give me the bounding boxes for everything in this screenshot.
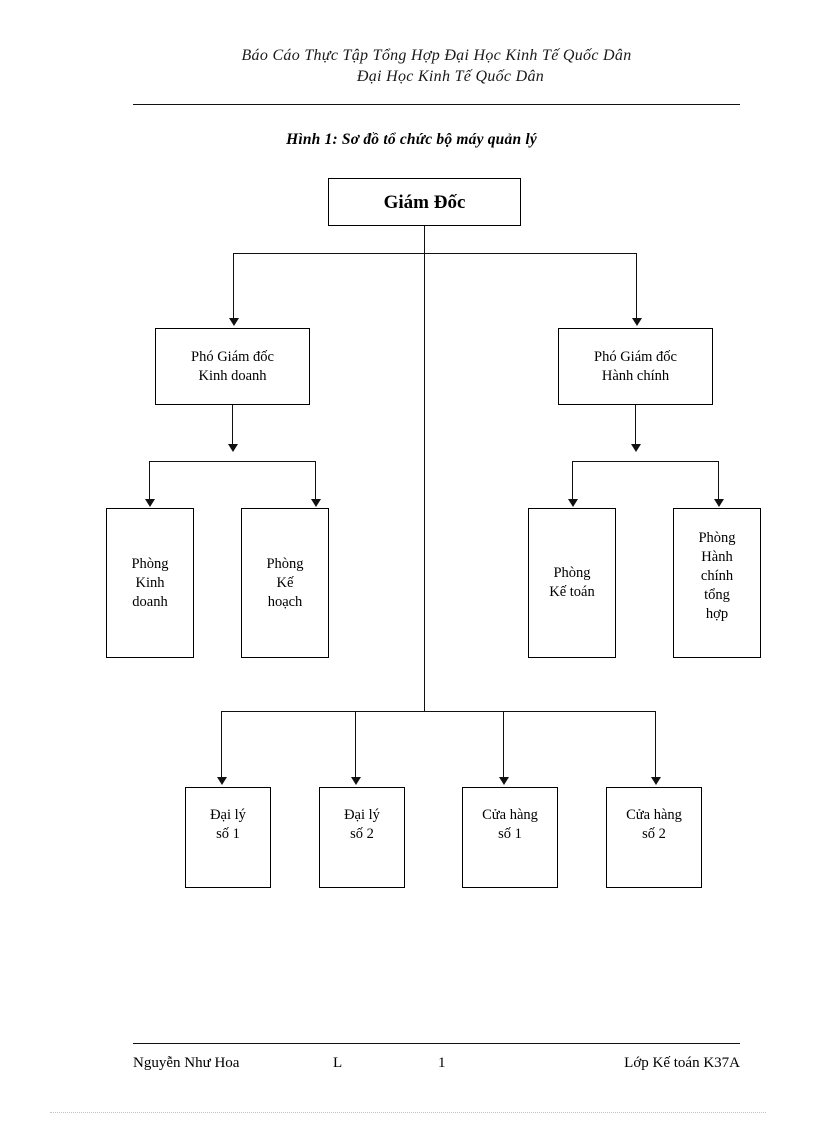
arrow-deputy-admin-down xyxy=(630,444,641,452)
edge-drop-deputy-admin xyxy=(636,253,638,320)
node-dept-admin-general-line4: tổng xyxy=(704,587,730,603)
edge-deputy-business-down xyxy=(232,405,234,445)
node-store-2-line1: Cửa hàng xyxy=(626,807,682,823)
node-agency-2-label: Đại lý số 2 xyxy=(320,806,404,844)
arrow-deputy-business-down xyxy=(227,444,238,452)
footer-divider xyxy=(133,1043,740,1044)
node-dept-accounting: Phòng Kế toán xyxy=(528,508,616,658)
arrow-store-2 xyxy=(650,777,661,785)
node-store-2-line2: số 2 xyxy=(642,826,666,842)
node-store-1: Cửa hàng số 1 xyxy=(462,787,558,888)
node-dept-business: Phòng Kinh doanh xyxy=(106,508,194,658)
figure-title: Hình 1: Sơ đồ tổ chức bộ máy quản lý xyxy=(286,131,537,148)
page-header: Báo Cáo Thực Tập Tổng Hợp Đại Học Kinh T… xyxy=(133,45,740,87)
arrow-dept-planning xyxy=(310,499,321,507)
page-footer: Nguyễn Như Hoa L 1 Lớp Kế toán K37A xyxy=(133,1055,740,1077)
arrow-dept-admin-general xyxy=(713,499,724,507)
header-divider xyxy=(133,104,740,105)
node-agency-1-label: Đại lý số 1 xyxy=(186,806,270,844)
node-dept-admin-general-line1: Phòng xyxy=(698,530,736,546)
arrow-deputy-admin xyxy=(631,318,642,326)
edge-drop-dept-accounting xyxy=(572,461,574,500)
node-director-label: Giám Đốc xyxy=(383,191,466,213)
org-chart-diagram: Giám Đốc Phó Giám đốc Kinh doanh Phó Giá… xyxy=(106,178,761,888)
node-dept-business-line1: Phòng xyxy=(131,555,169,572)
arrow-dept-business xyxy=(144,499,155,507)
node-store-1-line2: số 1 xyxy=(498,826,522,842)
node-agency-2-line2: số 2 xyxy=(350,826,374,842)
bottom-dotted-rule xyxy=(50,1112,766,1113)
node-deputy-admin-line1: Phó Giám đốc xyxy=(594,348,677,365)
header-line-1: Báo Cáo Thực Tập Tổng Hợp Đại Học Kinh T… xyxy=(241,47,632,64)
node-director: Giám Đốc xyxy=(328,178,521,226)
arrow-deputy-business xyxy=(228,318,239,326)
node-store-2-label: Cửa hàng số 2 xyxy=(607,806,701,844)
node-deputy-business-label: Phó Giám đốc Kinh doanh xyxy=(156,348,309,386)
footer-class: Lớp Kế toán K37A xyxy=(624,1055,740,1071)
node-deputy-admin: Phó Giám đốc Hành chính xyxy=(558,328,713,405)
footer-author: Nguyễn Như Hoa xyxy=(133,1055,240,1071)
arrow-agency-2 xyxy=(350,777,361,785)
node-dept-business-line2: Kinh xyxy=(135,574,165,591)
edge-drop-agency-1 xyxy=(221,711,223,778)
node-dept-admin-general-line2: Hành xyxy=(701,549,733,565)
edge-drop-dept-admin-general xyxy=(718,461,720,500)
node-store-2: Cửa hàng số 2 xyxy=(606,787,702,888)
edge-drop-store-2 xyxy=(655,711,657,778)
node-dept-accounting-line2: Kế toán xyxy=(549,584,595,600)
header-line-2: Đại Học Kinh Tế Quốc Dân xyxy=(356,68,545,85)
node-agency-2: Đại lý số 2 xyxy=(319,787,405,888)
edge-bus-business-depts xyxy=(149,461,315,463)
arrow-agency-1 xyxy=(216,777,227,785)
node-deputy-business-line1: Phó Giám đốc xyxy=(191,348,274,365)
node-dept-accounting-label: Phòng Kế toán xyxy=(529,564,615,602)
node-dept-business-line3: doanh xyxy=(132,593,168,610)
node-store-1-label: Cửa hàng số 1 xyxy=(463,806,557,844)
edge-drop-dept-planning xyxy=(315,461,317,500)
edge-drop-deputy-business xyxy=(233,253,235,320)
node-dept-business-label: Phòng Kinh doanh xyxy=(107,555,193,612)
node-deputy-business-line2: Kinh doanh xyxy=(198,367,267,384)
node-deputy-admin-label: Phó Giám đốc Hành chính xyxy=(559,348,712,386)
node-dept-planning-label: Phòng Kế hoạch xyxy=(242,555,328,612)
edge-drop-dept-business xyxy=(149,461,151,500)
node-agency-1-line1: Đại lý xyxy=(210,807,246,823)
node-dept-admin-general-label: Phòng Hành chính tổng hợp xyxy=(674,529,760,624)
edge-bus-level1 xyxy=(233,253,636,255)
node-dept-planning: Phòng Kế hoạch xyxy=(241,508,329,658)
node-agency-1-line2: số 1 xyxy=(216,826,240,842)
node-store-1-line1: Cửa hàng xyxy=(482,807,538,823)
node-deputy-business: Phó Giám đốc Kinh doanh xyxy=(155,328,310,405)
node-deputy-admin-line2: Hành chính xyxy=(601,367,670,384)
node-dept-planning-line3: hoạch xyxy=(267,593,303,610)
edge-bus-admin-depts xyxy=(572,461,718,463)
edge-trunk-vertical xyxy=(424,226,426,712)
arrow-store-1 xyxy=(498,777,509,785)
edge-drop-store-1 xyxy=(503,711,505,778)
footer-page-number: 1 xyxy=(438,1055,446,1071)
node-dept-admin-general-line3: chính xyxy=(700,568,734,584)
edge-bus-outlets xyxy=(221,711,655,713)
node-dept-planning-line1: Phòng xyxy=(266,555,304,572)
node-agency-2-line1: Đại lý xyxy=(344,807,380,823)
node-dept-planning-line2: Kế xyxy=(276,574,294,591)
arrow-dept-accounting xyxy=(567,499,578,507)
footer-marker: L xyxy=(333,1055,343,1071)
node-dept-admin-general: Phòng Hành chính tổng hợp xyxy=(673,508,761,658)
node-dept-accounting-line1: Phòng xyxy=(553,565,591,581)
edge-deputy-admin-down xyxy=(635,405,637,445)
node-agency-1: Đại lý số 1 xyxy=(185,787,271,888)
node-dept-admin-general-line5: hợp xyxy=(705,606,729,622)
edge-drop-agency-2 xyxy=(355,711,357,778)
